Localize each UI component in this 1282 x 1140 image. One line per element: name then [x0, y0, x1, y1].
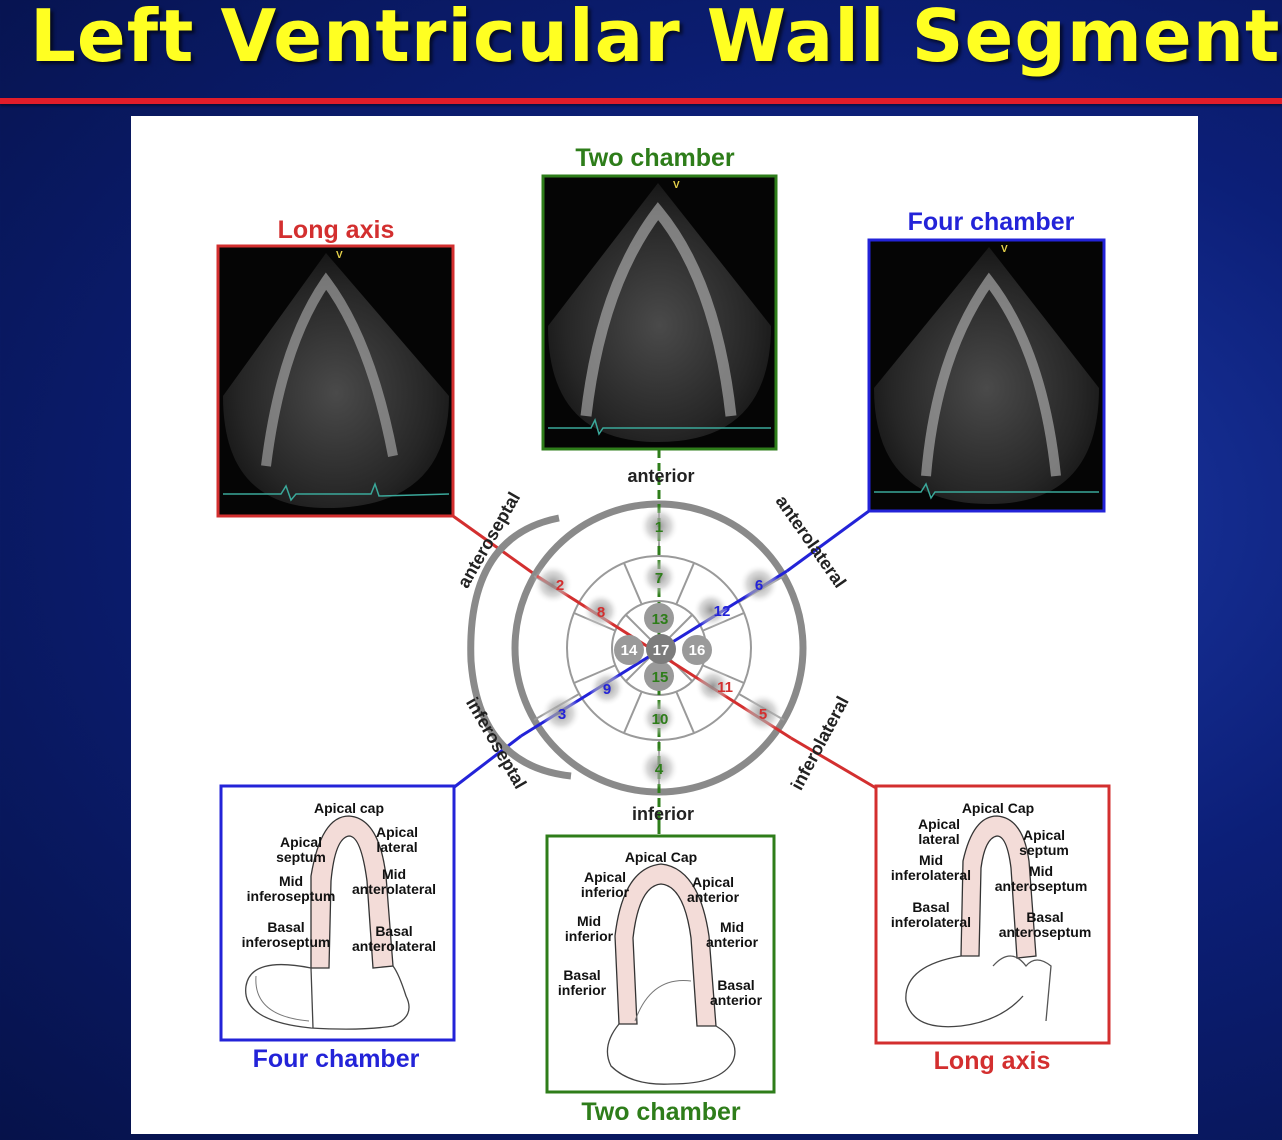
- segment-15: 15: [652, 669, 669, 686]
- bullseye-diagram: 1 2 3 4 5 6 7 8 9 10 11 12 13 14 15 16 1…: [453, 466, 852, 824]
- figure-diagram: Long axis V Two chamber V Four chamber V: [131, 116, 1198, 1134]
- segment-1: 1: [655, 519, 663, 536]
- segment-10: 10: [652, 711, 669, 728]
- direction-inferolateral: inferolateral: [787, 693, 853, 793]
- four-chamber-echo-view: Four chamber V: [869, 208, 1104, 511]
- segment-11: 11: [717, 679, 733, 696]
- segment-14: 14: [621, 642, 638, 659]
- segment-16: 16: [689, 642, 706, 659]
- segment-12: 12: [714, 603, 731, 620]
- segment-3: 3: [558, 706, 566, 723]
- long-axis-marker: V: [336, 250, 343, 261]
- segment-13: 13: [652, 611, 669, 628]
- segment-4: 4: [655, 761, 664, 778]
- long-axis-echo-title: Long axis: [278, 216, 395, 244]
- four-chamber-schematic-title: Four chamber: [253, 1045, 420, 1073]
- four-chamber-apical-cap: Apical cap: [314, 800, 384, 816]
- direction-anterior: anterior: [627, 466, 694, 486]
- segment-9: 9: [603, 681, 611, 698]
- direction-inferior: inferior: [632, 804, 694, 824]
- segment-6: 6: [755, 577, 763, 594]
- long-axis-apical-cap: Apical Cap: [962, 800, 1034, 816]
- direction-inferoseptal: inferoseptal: [462, 694, 530, 792]
- slide-title: Left Ventricular Wall Segments: [30, 0, 1282, 78]
- two-chamber-schematic-title: Two chamber: [581, 1098, 741, 1126]
- segment-7: 7: [655, 570, 663, 587]
- long-axis-echo-view: Long axis V: [218, 216, 453, 516]
- two-chamber-echo-view: Two chamber V: [543, 144, 776, 449]
- segment-5: 5: [759, 706, 767, 723]
- four-chamber-marker: V: [1001, 244, 1008, 255]
- four-chamber-echo-title: Four chamber: [908, 208, 1075, 236]
- two-chamber-echo-title: Two chamber: [575, 144, 735, 172]
- segment-17: 17: [653, 642, 670, 659]
- long-axis-schematic-title: Long axis: [934, 1047, 1051, 1075]
- segment-8: 8: [597, 604, 605, 621]
- segment-2: 2: [556, 577, 564, 594]
- title-underline: [0, 98, 1282, 104]
- figure-panel: Long axis V Two chamber V Four chamber V: [131, 116, 1198, 1134]
- two-chamber-marker: V: [673, 180, 680, 191]
- two-chamber-apical-cap: Apical Cap: [625, 849, 697, 865]
